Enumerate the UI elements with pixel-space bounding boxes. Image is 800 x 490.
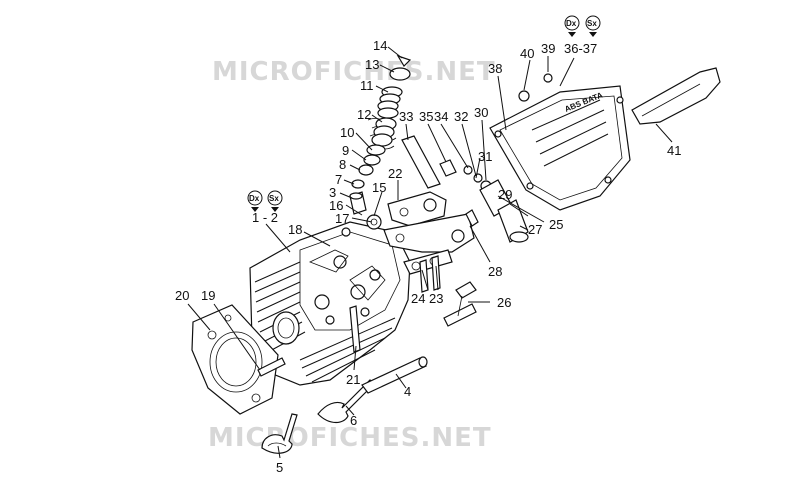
- badge-dx-left: Dx: [247, 190, 263, 212]
- label-7: 7: [335, 172, 342, 187]
- label-36-37: 36-37: [564, 41, 597, 56]
- label-12: 12: [357, 107, 371, 122]
- label-5: 5: [276, 460, 283, 475]
- bracket: [443, 281, 477, 327]
- label-19: 19: [201, 288, 215, 303]
- label-30: 30: [474, 105, 488, 120]
- svg-text:Sx: Sx: [269, 194, 279, 203]
- label-33: 33: [399, 109, 413, 124]
- label-29: 29: [498, 187, 512, 202]
- label-6: 6: [350, 413, 357, 428]
- label-14: 14: [373, 38, 387, 53]
- label-23: 23: [429, 291, 443, 306]
- cylinder-head: [249, 221, 411, 386]
- badge-sx-left: Sx: [267, 190, 283, 212]
- label-38: 38: [488, 61, 502, 76]
- label-11: 11: [360, 78, 374, 93]
- stud: [257, 357, 286, 377]
- label-4: 4: [404, 384, 411, 399]
- label-22: 22: [388, 166, 402, 181]
- leader-lines: [187, 46, 673, 459]
- label-9: 9: [342, 143, 349, 158]
- stud-21: [349, 305, 361, 353]
- label-39: 39: [541, 41, 555, 56]
- label-20: 20: [175, 288, 189, 303]
- svg-text:Dx: Dx: [566, 19, 577, 28]
- label-18: 18: [288, 222, 302, 237]
- part-labels: 14 13 11 12 10 9 8 7 3 16 17 15 22 33 35…: [175, 38, 681, 475]
- label-3: 3: [329, 185, 336, 200]
- label-15: 15: [372, 180, 386, 195]
- label-28: 28: [488, 264, 502, 279]
- label-16: 16: [329, 198, 343, 213]
- svg-text:Dx: Dx: [249, 194, 260, 203]
- valve-spring-stack: [349, 54, 412, 215]
- label-31: 31: [478, 149, 492, 164]
- head-gasket: [191, 304, 279, 415]
- label-21: 21: [346, 372, 360, 387]
- label-41: 41: [667, 143, 681, 158]
- label-35: 35: [419, 109, 433, 124]
- label-34: 34: [434, 109, 448, 124]
- svg-text:Sx: Sx: [587, 19, 597, 28]
- watermark-top: MICROFICHES.NET: [212, 57, 496, 87]
- label-24: 24: [411, 291, 425, 306]
- label-13: 13: [365, 57, 379, 72]
- valve-cover: ABS BATA: [489, 73, 631, 211]
- label-10: 10: [340, 125, 354, 140]
- valve-guide-4: [361, 356, 428, 394]
- label-25: 25: [549, 217, 563, 232]
- label-8: 8: [339, 157, 346, 172]
- label-17: 17: [335, 211, 349, 226]
- cover-trim: [631, 67, 721, 125]
- badge-sx-right: Sx: [585, 15, 601, 37]
- watermark-bottom: MICROFICHES.NET: [208, 423, 492, 453]
- label-26: 26: [497, 295, 511, 310]
- rocker-assembly: [341, 135, 475, 275]
- label-1-2: 1 - 2: [252, 210, 278, 225]
- label-40: 40: [520, 46, 534, 61]
- label-27: 27: [528, 222, 542, 237]
- badge-dx-right: Dx: [564, 15, 580, 37]
- label-32: 32: [454, 109, 468, 124]
